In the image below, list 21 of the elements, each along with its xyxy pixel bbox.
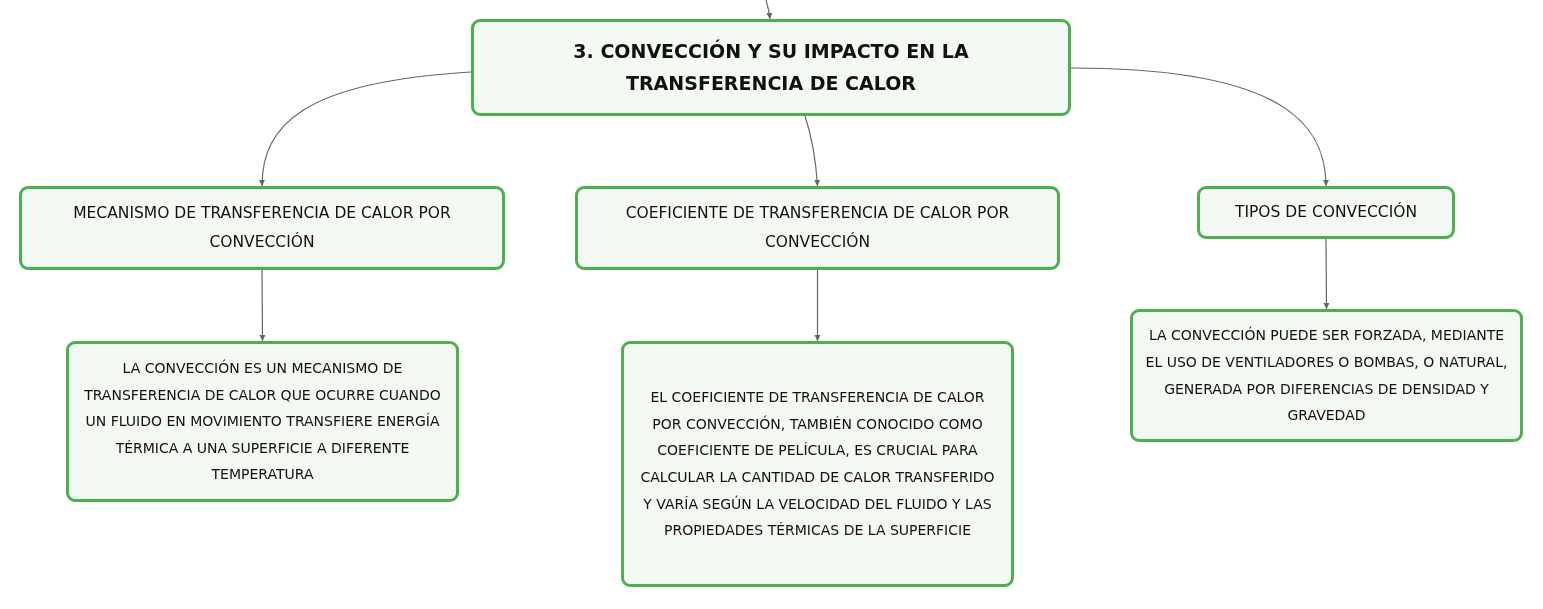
topic-box: [621, 341, 1014, 587]
topic-text: LA CONVECCIÓN PUEDE SER FORZADA, MEDIANTE EL USO DE VENTILADORES O BOMBAS, O NATURAL, GENERADA POR DIFERENCIAS DE DENSIDAD Y GRAVEDAD: [1145, 325, 1508, 426]
connector-arrow: [765, 0, 773, 20]
topic-text: TIPOS DE CONVECCIÓN: [1234, 201, 1417, 223]
connector-arrow: [1323, 238, 1330, 310]
topic-box: [575, 186, 1060, 270]
connector-arrow: [1070, 67, 1329, 187]
topic-text: COEFICIENTE DE TRANSFERENCIA DE CALOR POR CONVECCIÓN: [624, 202, 1011, 253]
topic-box: [1197, 186, 1455, 239]
connector-arrow: [259, 269, 266, 342]
topic-box: [66, 341, 459, 502]
topic-box: [19, 186, 505, 270]
connector-arrow: [259, 71, 472, 187]
topic-text: EL COEFICIENTE DE TRANSFERENCIA DE CALOR POR CONVECCIÓN, TAMBIÉN CONOCIDO COMO COEFICIENTE DE PELÍCULA, ES CRUCIAL PARA CALCULAR LA CANTIDAD DE CALOR TRANSFERIDO Y VARÍA SEGÚN LA VELOCIDAD DEL FLUIDO Y LAS PROPIEDADES TÉRMICAS DE LA SUPERFICIE: [639, 388, 996, 541]
topic-text: LA CONVECCIÓN ES UN MECANISMO DE TRANSFERENCIA DE CALOR QUE OCURRE CUANDO UN FLUIDO EN MOVIMIENTO TRANSFIERE ENERGÍA TÉRMICA A UNA SUPERFICIE A DIFERENTE TEMPERATURA: [83, 358, 442, 485]
topic-box: [1130, 309, 1523, 442]
topic-text: MECANISMO DE TRANSFERENCIA DE CALOR POR CONVECCIÓN: [72, 202, 452, 253]
topic-text: 3. CONVECCIÓN Y SU IMPACTO EN LA TRANSFERENCIA DE CALOR: [572, 38, 970, 96]
topic-box: [471, 19, 1071, 116]
connector-arrow: [804, 115, 821, 187]
connector-arrow: [814, 269, 821, 342]
